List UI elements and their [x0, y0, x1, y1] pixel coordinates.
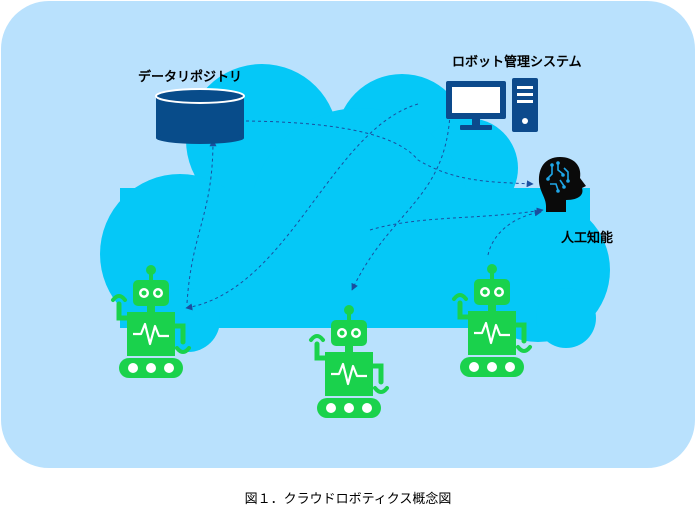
label-data-repository: データリポジトリ: [138, 70, 243, 85]
label-robot-management-system: ロボット管理システム: [452, 55, 582, 70]
connectors: [185, 103, 544, 311]
connector-mgmt-to-robot1: [185, 103, 419, 311]
connector-repo-to-ai: [245, 120, 534, 188]
connector-robot3-to-ai: [487, 209, 542, 256]
brain-head-icon: [538, 157, 586, 212]
label-artificial-intelligence: 人工知能: [561, 231, 614, 246]
figure-caption: 図１．クラウドロボティクス概念図: [244, 492, 452, 507]
connector-robot2-to-ai: [369, 207, 544, 231]
database-icon: [155, 88, 245, 144]
connector-mgmt-to-robot2: [351, 113, 451, 291]
computer-icon: [446, 78, 538, 132]
